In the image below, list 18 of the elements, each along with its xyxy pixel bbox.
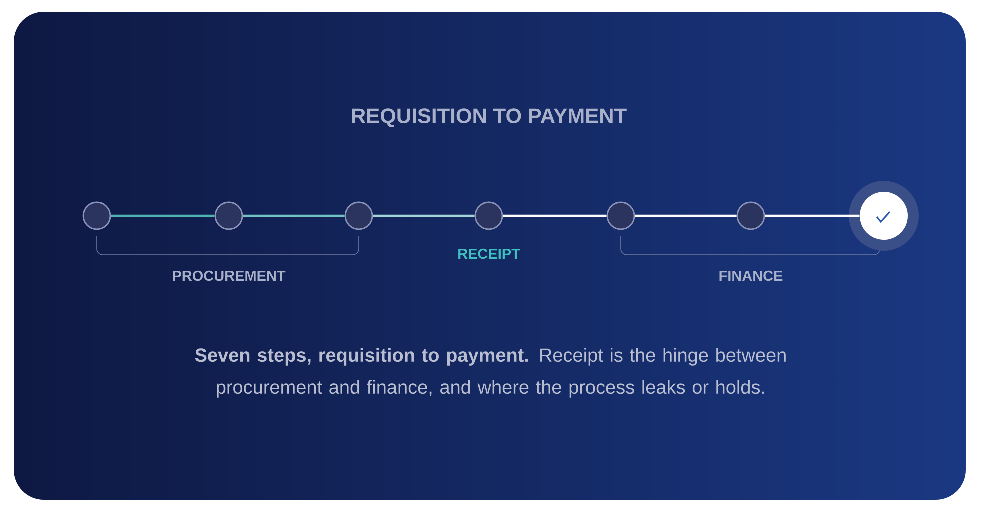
title: REQUISITION TO PAYMENT <box>352 108 627 128</box>
connector-line <box>111 214 215 218</box>
connector-line <box>373 214 475 218</box>
completed-step-circle <box>849 181 919 251</box>
section-label: RECEIPT <box>458 248 520 260</box>
section-label: PROCUREMENT <box>173 270 286 282</box>
step-circle <box>344 202 374 230</box>
caption: Seven steps, requisition to payment. Receipt is the hinge between procurement and finance, and where the process leaks or holds. <box>195 348 786 398</box>
step-circle <box>606 202 636 230</box>
step-circle <box>214 202 244 230</box>
connector-line <box>243 214 345 218</box>
connector-line <box>635 214 737 218</box>
section-label: FINANCE <box>720 270 783 282</box>
connector-line <box>765 214 860 218</box>
step-circle <box>474 202 504 230</box>
connector-line <box>503 214 607 218</box>
step-circle <box>82 202 112 230</box>
step-circle <box>736 202 766 230</box>
